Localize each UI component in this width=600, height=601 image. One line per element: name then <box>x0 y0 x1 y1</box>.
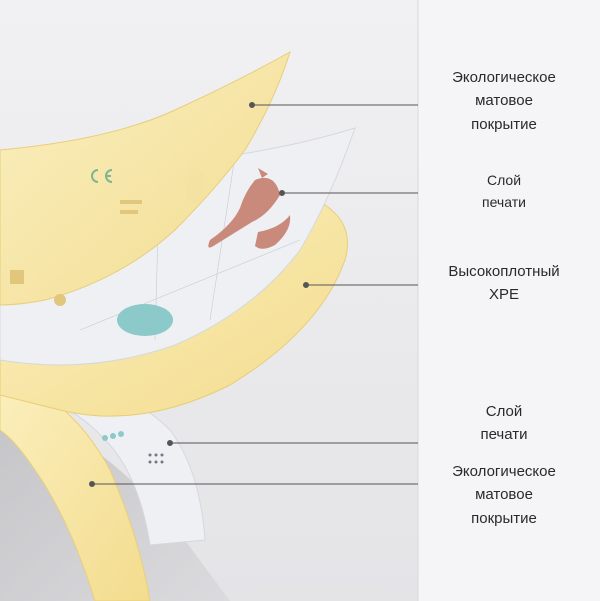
label-eco-bottom: Экологическое матовое покрытие <box>452 463 556 527</box>
label-eco-top: Экологическое матовое покрытие <box>452 69 556 133</box>
dot-pattern <box>148 453 164 464</box>
faint-print-marks <box>10 200 142 306</box>
fox-illustration-icon <box>208 168 291 249</box>
leaf-pattern-icon <box>102 431 124 441</box>
label-xpe-core: Высокоплотный XPE <box>448 263 560 304</box>
label-print-top: Слой печати <box>482 172 526 210</box>
ce-mark-icon <box>91 169 113 183</box>
label-panel <box>418 0 600 601</box>
top-eco-layer <box>0 50 291 306</box>
leader-lines <box>89 102 418 487</box>
label-print-bottom: Слой печати <box>480 403 528 444</box>
